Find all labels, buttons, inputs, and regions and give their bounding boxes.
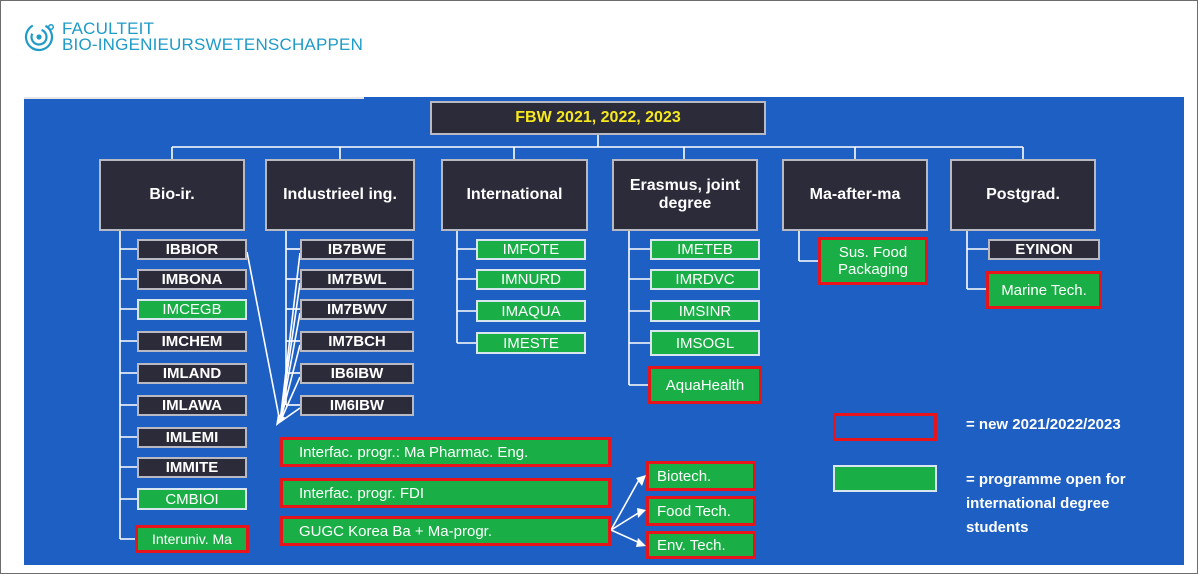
gugc-food-tech: Food Tech. bbox=[646, 496, 756, 526]
program-imlemi: IMLEMI bbox=[137, 427, 247, 448]
column-industrieel-ing: Industrieel ing. bbox=[265, 159, 415, 231]
program-imland: IMLAND bbox=[137, 363, 247, 384]
program-sus-food-packaging: Sus. Food Packaging bbox=[818, 237, 928, 285]
program-ib7bwe: IB7BWE bbox=[300, 239, 414, 260]
logo-line-2: BIO-INGENIEURSWETENSCHAPPEN bbox=[62, 35, 364, 54]
program-imsinr: IMSINR bbox=[650, 300, 760, 322]
program-im6ibw: IM6IBW bbox=[300, 395, 414, 416]
column-ma-after-ma: Ma-after-ma bbox=[782, 159, 928, 231]
column-postgrad: Postgrad. bbox=[950, 159, 1096, 231]
program-imsogl: IMSOGL bbox=[650, 330, 760, 356]
interfac-fdi: Interfac. progr. FDI bbox=[280, 478, 611, 508]
program-imcegb: IMCEGB bbox=[137, 299, 247, 320]
arrowhead bbox=[276, 414, 286, 426]
program-imlawa: IMLAWA bbox=[137, 395, 247, 416]
legend-open-line-1: = programme open for bbox=[966, 471, 1126, 488]
program-imbona: IMBONA bbox=[137, 269, 247, 290]
program-imeteb: IMETEB bbox=[650, 239, 760, 260]
interfac-ma-pharmac-eng: Interfac. progr.: Ma Pharmac. Eng. bbox=[280, 437, 611, 467]
legend-open-line-3: students bbox=[966, 519, 1029, 536]
program-aquahealth: AquaHealth bbox=[648, 366, 762, 404]
program-im7bwl: IM7BWL bbox=[300, 269, 414, 290]
program-imeste: IMESTE bbox=[476, 332, 586, 354]
program-imaqua: IMAQUA bbox=[476, 300, 586, 322]
program-imchem: IMCHEM bbox=[137, 331, 247, 352]
program-interuniv-ma: Interuniv. Ma bbox=[135, 525, 249, 553]
program-imrdvc: IMRDVC bbox=[650, 269, 760, 290]
column-bio-ir: Bio-ir. bbox=[99, 159, 245, 231]
program-eyinon: EYINON bbox=[988, 239, 1100, 260]
program-imfote: IMFOTE bbox=[476, 239, 586, 260]
faculty-logo-icon bbox=[24, 22, 55, 52]
root-node: FBW 2021, 2022, 2023 bbox=[430, 101, 766, 135]
program-im7bwv: IM7BWV bbox=[300, 299, 414, 320]
program-immite: IMMITE bbox=[137, 457, 247, 478]
legend-new-label: = new 2021/2022/2023 bbox=[966, 416, 1121, 433]
legend-open-label: = programme open for international degre… bbox=[966, 468, 1126, 540]
column-international: International bbox=[441, 159, 588, 231]
program-cmbioi: CMBIOI bbox=[137, 488, 247, 510]
faculty-logo: FACULTEIT BIO-INGENIEURSWETENSCHAPPEN bbox=[24, 20, 363, 54]
logo-line-1: FACULTEIT bbox=[62, 19, 155, 38]
slide-divider bbox=[24, 97, 364, 99]
program-marine-tech: Marine Tech. bbox=[986, 271, 1102, 309]
legend-open-swatch bbox=[833, 465, 937, 492]
legend-open-line-2: international degree bbox=[966, 495, 1110, 512]
column-erasmus-joint-degree: Erasmus, joint degree bbox=[612, 159, 758, 231]
program-ib6ibw: IB6IBW bbox=[300, 363, 414, 384]
gugc-biotech: Biotech. bbox=[646, 461, 756, 491]
program-ibbior: IBBIOR bbox=[137, 239, 247, 260]
legend-new-swatch bbox=[833, 413, 937, 441]
program-imnurd: IMNURD bbox=[476, 269, 586, 290]
program-im7bch: IM7BCH bbox=[300, 331, 414, 352]
gugc-korea-ba-ma-progr: GUGC Korea Ba + Ma-progr. bbox=[280, 516, 611, 546]
gugc-env-tech: Env. Tech. bbox=[646, 531, 756, 559]
